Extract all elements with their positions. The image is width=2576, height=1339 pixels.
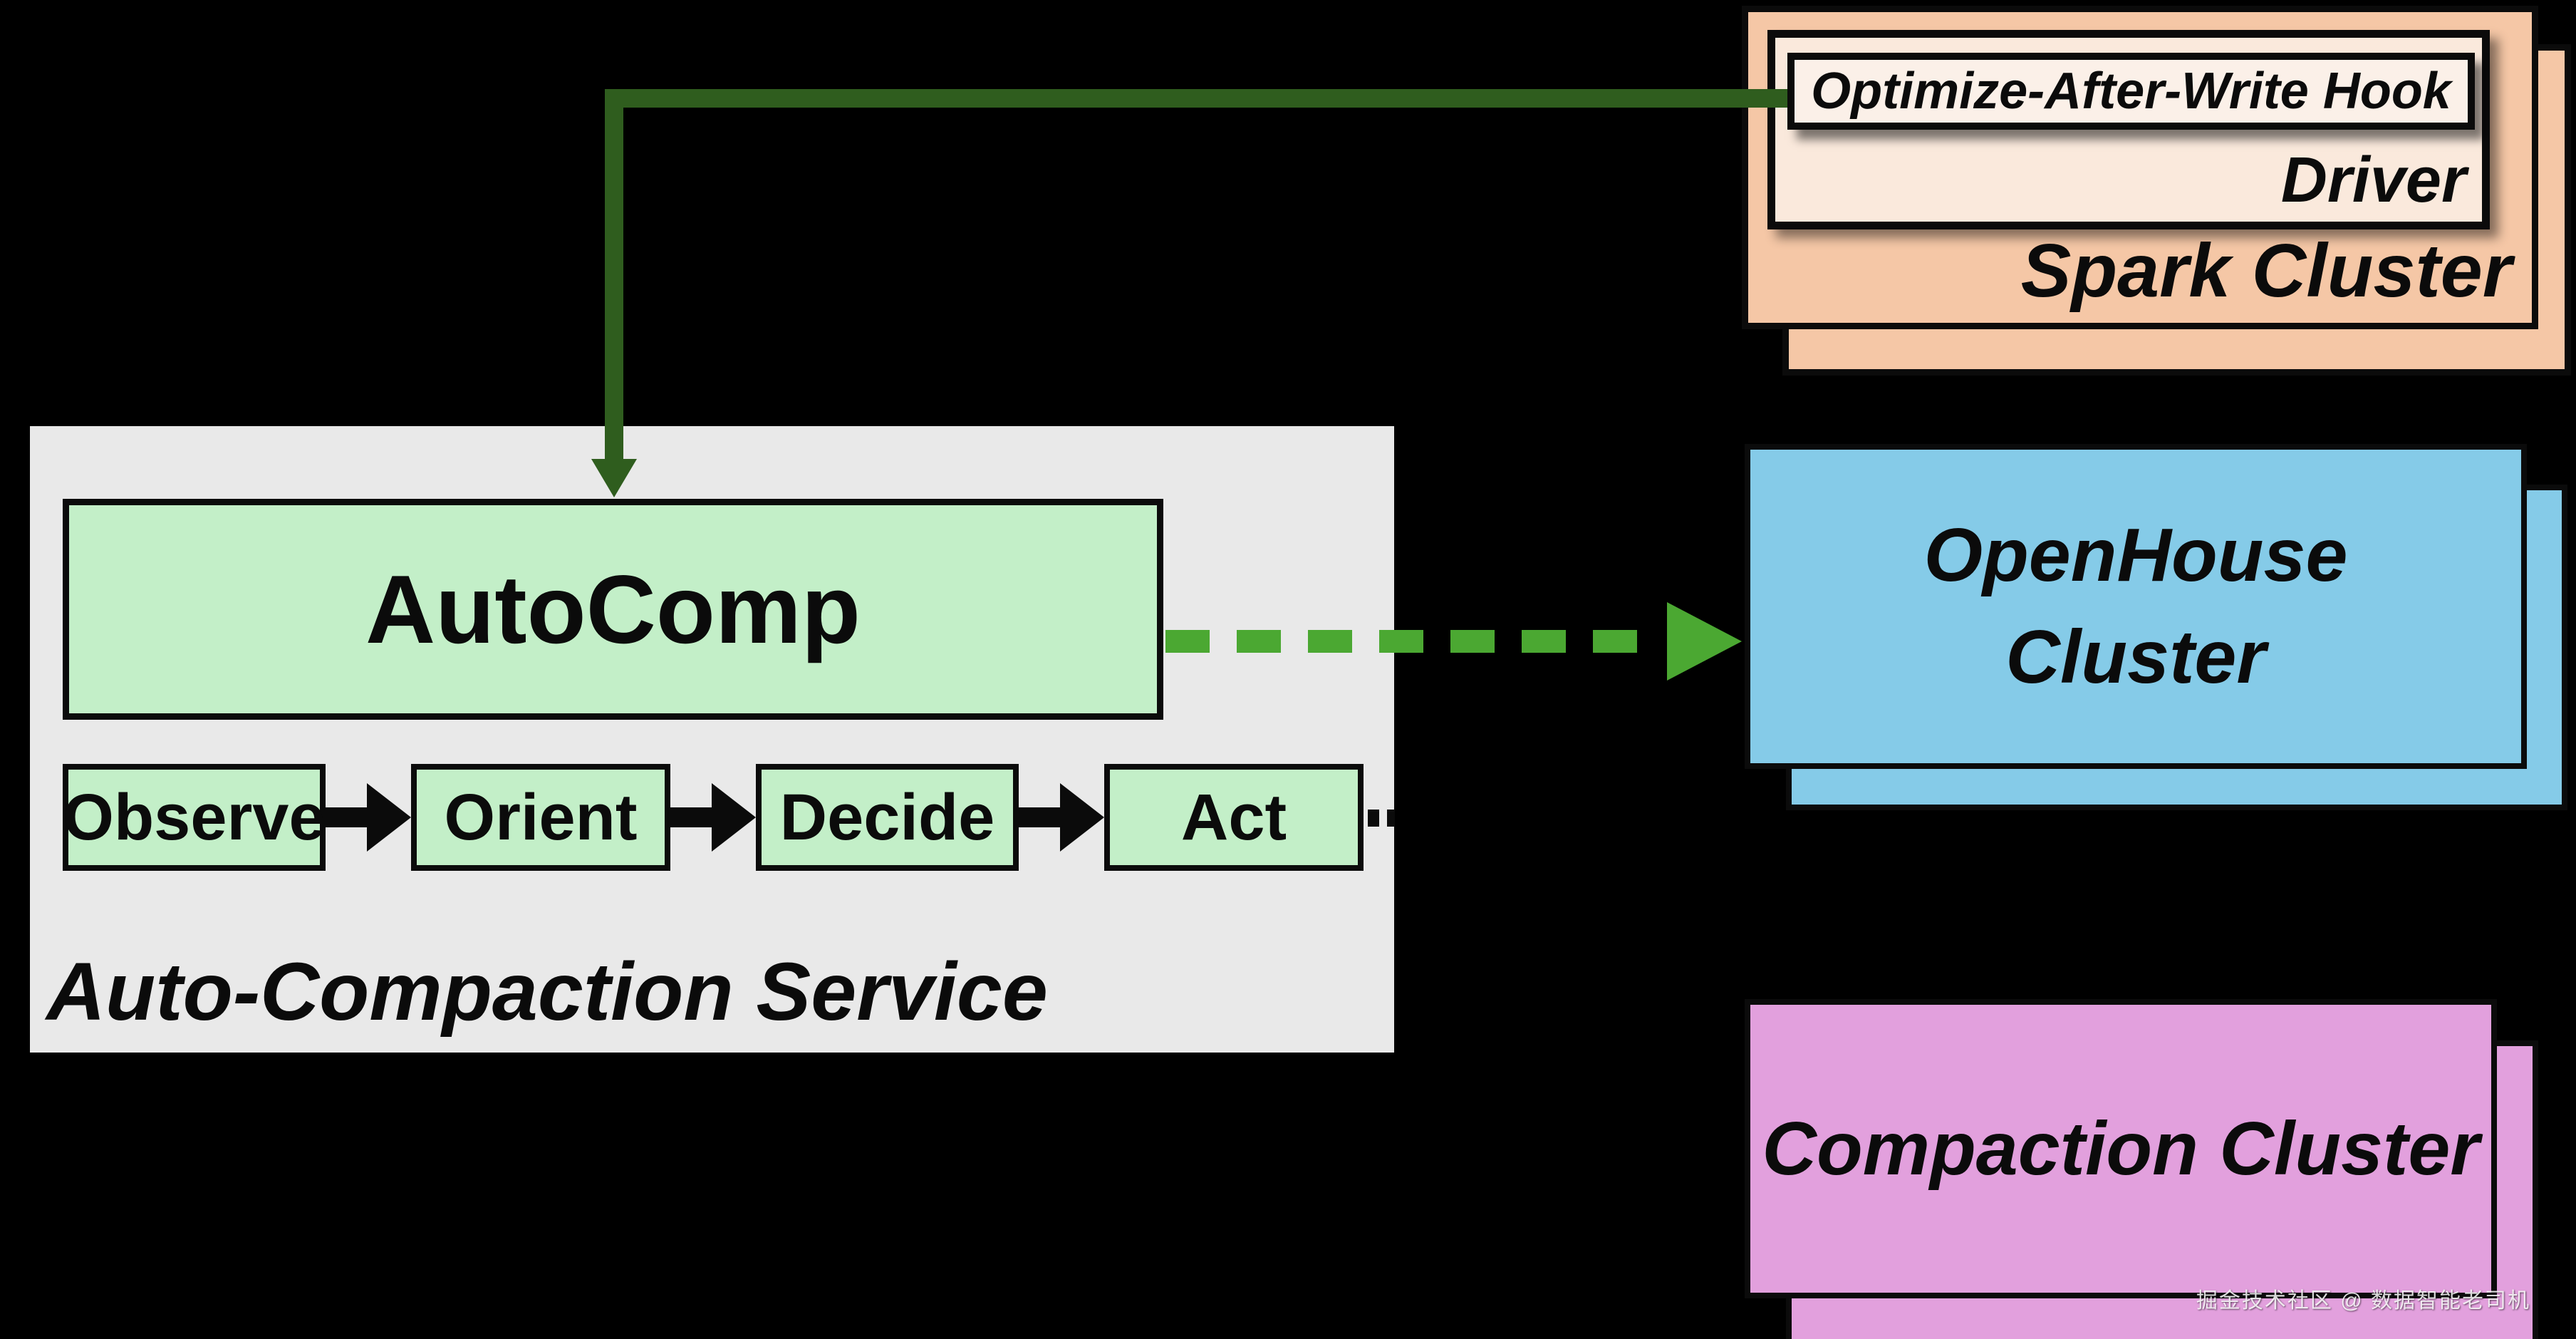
ooda-observe-label: Observe (63, 780, 326, 854)
orient-to-decide-arrow-shaft (670, 807, 712, 827)
ooda-orient-label: Orient (444, 780, 638, 854)
openhouse-cluster-label: OpenHouse Cluster (1923, 512, 2348, 699)
act-dashed-stub (1368, 810, 1395, 827)
hook-to-autocomp-arrow-horizontal (605, 89, 1787, 108)
decide-to-act-arrow-shaft (1019, 807, 1060, 827)
decide-to-act-arrow-head (1060, 783, 1104, 852)
ooda-box-decide: Decide (756, 764, 1019, 871)
ooda-box-act: Act (1104, 764, 1364, 871)
optimize-after-write-hook-box: Optimize-After-Write Hook (1787, 53, 2475, 130)
observe-to-orient-arrow-shaft (326, 807, 367, 827)
ooda-box-orient: Orient (411, 764, 670, 871)
orient-to-decide-arrow-head (712, 783, 756, 852)
auto-compaction-service-label: Auto-Compaction Service (46, 946, 1048, 1038)
observe-to-orient-arrow-head (367, 783, 411, 852)
autocomp-label: AutoComp (365, 555, 861, 663)
optimize-after-write-hook-label: Optimize-After-Write Hook (1811, 63, 2451, 120)
ooda-decide-label: Decide (779, 780, 995, 854)
ooda-box-observe: Observe (63, 764, 326, 871)
ooda-act-label: Act (1180, 780, 1287, 854)
hook-to-autocomp-arrow-vertical (605, 89, 623, 460)
compaction-cluster-box: Compaction Cluster (1745, 999, 2497, 1298)
compaction-cluster-label: Compaction Cluster (1762, 1106, 2480, 1191)
driver-label: Driver (2280, 145, 2466, 216)
hook-to-autocomp-arrow-head (591, 459, 637, 497)
watermark-text: 掘金技术社区 @ 数据智能老司机 (2196, 1289, 2530, 1313)
spark-cluster-label: Spark Cluster (2020, 229, 2512, 313)
openhouse-cluster-box: OpenHouse Cluster (1745, 444, 2527, 769)
autocomp-box: AutoComp (63, 499, 1163, 720)
autocomp-to-openhouse-dashed-line (1165, 630, 1664, 653)
autocomp-to-openhouse-arrow-head (1667, 602, 1742, 681)
